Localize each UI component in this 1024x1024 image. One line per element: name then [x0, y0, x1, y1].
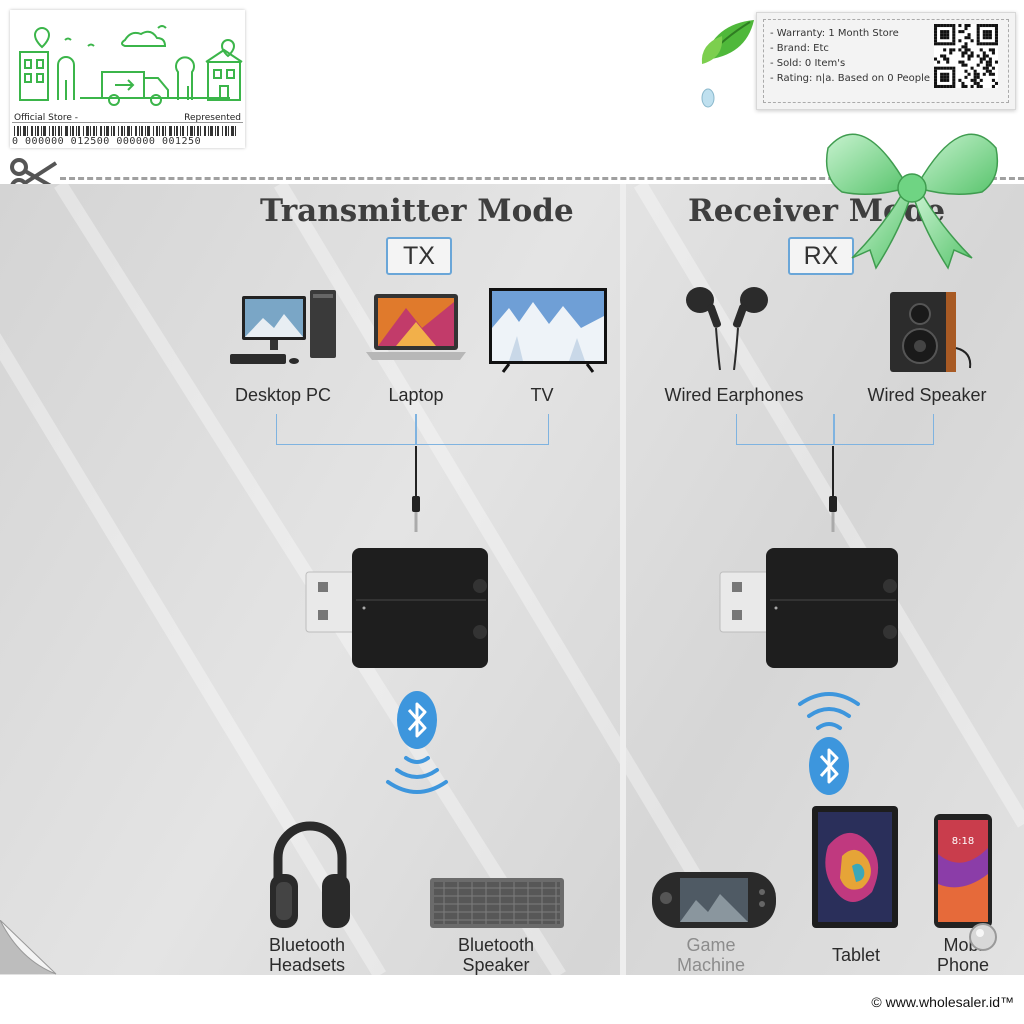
tx-tag: TX: [386, 237, 452, 275]
represented-label: Represented: [184, 113, 241, 123]
round-sticker-icon: [969, 923, 997, 951]
rx-bluetooth-adapter: [719, 548, 898, 668]
mobile-phone-line2: Phone: [936, 955, 990, 975]
product-info-lines: - Warranty: 1 Month Store - Brand: Etc -…: [770, 26, 930, 86]
tv-label: TV: [530, 385, 554, 405]
mobile-phone-icon: 8:18: [934, 814, 992, 928]
rating-text: - Rating: n|a. Based on 0 People: [770, 73, 931, 84]
copyright-footer: © www.wholesaler.id™: [871, 994, 1014, 1010]
official-store-label: Official Store -: [14, 113, 79, 123]
headset-icon: [270, 821, 350, 928]
laptop-label: Laptop: [388, 385, 444, 405]
game-machine-icon: [652, 872, 776, 928]
bluetooth-icon: [397, 691, 437, 749]
rx-output-bracket: [736, 414, 934, 445]
leaf-icon: [701, 20, 754, 108]
tx-bracket-center-line: [415, 414, 417, 444]
green-bow-icon: [825, 133, 999, 270]
wired-earphones-icon: [686, 287, 768, 370]
laptop-icon: [366, 294, 466, 360]
rx-aux-cable: [829, 446, 837, 532]
warranty-text: - Warranty: 1 Month Store: [770, 28, 899, 39]
wifi-signal-rx-icon: [798, 692, 860, 730]
wired-speaker-label: Wired Speaker: [867, 385, 987, 405]
brand-text: - Brand: Etc: [770, 43, 829, 54]
bluetooth-headsets-line2: Headsets: [268, 955, 346, 975]
wired-speaker-icon: [890, 292, 972, 372]
bluetooth-speaker-label: Bluetooth Speaker: [446, 935, 546, 975]
cut-line: [60, 177, 1024, 180]
desktop-pc-label: Desktop PC: [234, 385, 332, 405]
bluetooth-headsets-label: Bluetooth Headsets: [256, 935, 358, 975]
game-machine-line2: Machine: [676, 955, 746, 975]
store-card: Official Store - Represented 0 000000 01…: [10, 10, 245, 148]
town-illustration: [19, 25, 243, 106]
tx-source-bracket: [276, 414, 549, 445]
mobile-phone-label: Mobi Phone: [926, 935, 1000, 975]
svg-text:8:18: 8:18: [952, 836, 974, 847]
qr-code: [934, 24, 998, 88]
barcode-digits: 0 000000 012500 000000 001250: [12, 136, 202, 147]
tx-aux-cable: [412, 446, 420, 532]
bluetooth-speaker-line2: Speaker: [462, 955, 530, 975]
bluetooth-speaker-icon: [430, 878, 564, 928]
barcode: [14, 126, 236, 136]
transmitter-mode-title: Transmitter Mode: [260, 193, 574, 229]
bluetooth-headsets-line1: Bluetooth: [268, 935, 346, 955]
wired-earphones-label: Wired Earphones: [664, 385, 804, 405]
page-curl-icon: [0, 920, 57, 975]
rx-bracket-center-line: [833, 414, 835, 444]
tx-bluetooth-adapter: [305, 548, 488, 668]
sold-text: - Sold: 0 Item's: [770, 58, 846, 69]
tablet-icon: [812, 806, 898, 928]
game-machine-line1: Game: [686, 935, 736, 955]
bluetooth-speaker-line1: Bluetooth: [457, 935, 535, 955]
wifi-signal-icon: [386, 756, 448, 794]
desktop-pc-icon: [230, 290, 336, 364]
tv-icon: [489, 288, 607, 373]
panel-divider: [620, 184, 626, 975]
tablet-label: Tablet: [831, 945, 881, 965]
bluetooth-rx-icon: [809, 737, 849, 795]
game-machine-label: Game Machine: [664, 935, 758, 975]
